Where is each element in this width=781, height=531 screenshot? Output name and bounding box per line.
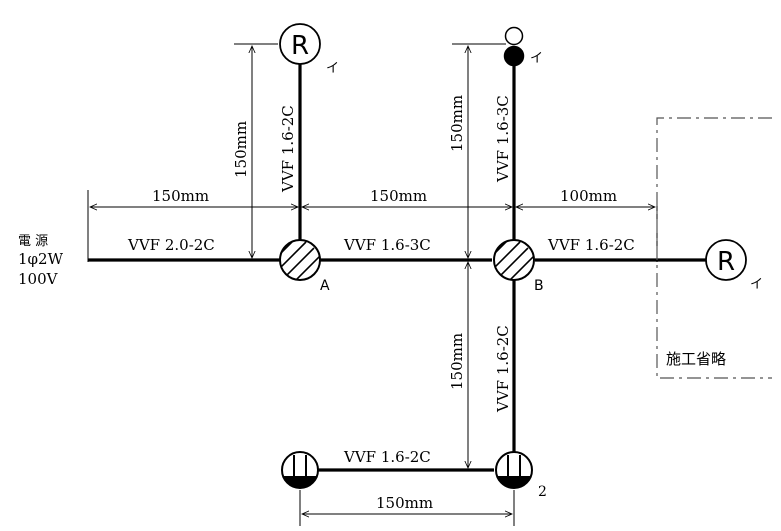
receptacle-light-top: R イ xyxy=(279,23,339,76)
outlet-left xyxy=(281,451,319,489)
junction-box-b: B xyxy=(493,239,544,294)
omitted-work-area: 施工省略 xyxy=(656,117,772,379)
cable-label-outlet-to-outlet: VVF 1.6-2C xyxy=(343,448,431,466)
switch-icon xyxy=(503,45,525,67)
box-a-label: A xyxy=(320,278,330,294)
outlet-count-label: 2 xyxy=(538,484,547,500)
power-source-line3: 100V xyxy=(18,270,59,288)
dim-text-a-vertical: 150mm xyxy=(232,121,250,178)
dim-text-source-to-a: 150mm xyxy=(152,187,209,205)
cable-label-a-to-light: VVF 1.6-2C xyxy=(279,105,297,193)
dim-text-b-vertical-down: 150mm xyxy=(448,333,466,390)
cable-label-main-feed: VVF 2.0-2C xyxy=(127,236,215,254)
receptacle-light-symbol: R xyxy=(291,31,309,61)
pilot-lamp-icon xyxy=(504,26,524,46)
dimension-lines xyxy=(87,43,658,526)
cable-label-a-to-b: VVF 1.6-3C xyxy=(343,236,431,254)
box-b-label: B xyxy=(534,278,544,294)
power-source-line1: 電 源 xyxy=(18,234,48,249)
dim-text-b-to-right: 100mm xyxy=(560,187,617,205)
outlet-right: 2 xyxy=(495,451,547,500)
dim-text-a-to-b: 150mm xyxy=(370,187,427,205)
dim-text-b-vertical-up: 150mm xyxy=(448,95,466,152)
switch-label-top-left: イ xyxy=(326,61,339,76)
receptacle-light-symbol-right: R xyxy=(717,247,735,277)
pendant-switch-top: イ xyxy=(503,26,543,67)
cable-label-b-to-outlet: VVF 1.6-2C xyxy=(494,325,512,413)
cable-label-b-to-pendant: VVF 1.6-3C xyxy=(494,95,512,183)
receptacle-light-right: R イ xyxy=(705,239,763,292)
power-source-line2: 1φ2W xyxy=(18,250,64,268)
junction-box-a: A xyxy=(279,239,330,294)
switch-label-right: イ xyxy=(750,277,763,292)
power-source-label: 電 源 1φ2W 100V xyxy=(18,234,64,288)
wires xyxy=(88,62,706,472)
cable-label-b-to-right-light: VVF 1.6-2C xyxy=(547,236,635,254)
switch-label-top-right: イ xyxy=(530,51,543,66)
dim-text-outlet-span: 150mm xyxy=(376,494,433,512)
omitted-work-note: 施工省略 xyxy=(666,350,726,368)
